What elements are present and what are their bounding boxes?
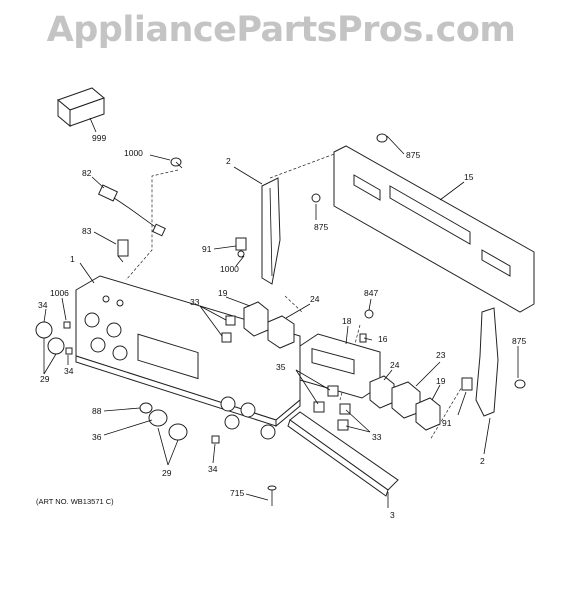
part-3-trim (287, 411, 399, 497)
callout-1: 1 (70, 254, 75, 264)
callout-24-b: 24 (390, 360, 400, 370)
callout-34-c: 34 (208, 464, 218, 474)
part-34-small-knob (65, 347, 73, 355)
part-875-screw-right (514, 379, 526, 389)
callout-875-b: 875 (314, 222, 328, 232)
part-1000-screw (170, 157, 183, 169)
callout-875-c: 875 (512, 336, 526, 346)
part-83-clip (117, 239, 129, 263)
watermark-text: AppliancePartsPros.com (46, 10, 516, 50)
callout-34-b: 34 (64, 366, 74, 376)
part-34-knob-upper (35, 321, 53, 339)
part-875-screw-mid (311, 193, 321, 203)
part-1006-screw (63, 321, 71, 329)
callout-19-b: 19 (436, 376, 446, 386)
part-91-bracket-left (235, 237, 247, 258)
part-16-pin (359, 333, 367, 343)
part-999-box (57, 87, 105, 128)
part-82-harness (97, 184, 166, 237)
part-2-endcap-right (475, 307, 499, 417)
callout-16: 16 (378, 334, 388, 344)
callout-1006: 1006 (50, 288, 69, 298)
callout-18: 18 (342, 316, 352, 326)
callout-33-b: 33 (372, 432, 382, 442)
callout-847: 847 (364, 288, 378, 298)
part-24-switch-lower (369, 375, 395, 409)
part-34-lower-knob (211, 435, 220, 444)
callout-36: 36 (92, 432, 102, 442)
callout-2-a: 2 (226, 156, 231, 166)
callout-999: 999 (92, 133, 106, 143)
callout-24-a: 24 (310, 294, 320, 304)
callout-33-a: 33 (190, 297, 200, 307)
callout-2-b: 2 (480, 456, 485, 466)
callout-875-a: 875 (406, 150, 420, 160)
callout-3: 3 (390, 510, 395, 520)
callout-19-a: 19 (218, 288, 228, 298)
callout-82: 82 (82, 168, 92, 178)
part-2-endcap-left (261, 177, 281, 285)
art-number: (ART NO. WB13571 C) (36, 497, 114, 506)
part-875-screw-top (376, 133, 388, 143)
callout-91-a: 91 (202, 244, 212, 254)
callout-91-b: 91 (442, 418, 452, 428)
part-847-screw (364, 309, 374, 319)
callout-35: 35 (276, 362, 286, 372)
callout-15: 15 (464, 172, 474, 182)
part-33-clip-lower (337, 403, 351, 431)
callout-715: 715 (230, 488, 244, 498)
callout-1000-b: 1000 (220, 264, 239, 274)
part-18-electronic-control (299, 333, 381, 399)
part-15-backguard (333, 145, 535, 313)
part-19-switch-lower (415, 397, 441, 431)
part-29-knob-upper (47, 337, 65, 355)
part-715-screw (267, 485, 277, 506)
part-36-knob (148, 409, 168, 427)
callout-1000-a: 1000 (124, 148, 143, 158)
callout-29-b: 29 (162, 468, 172, 478)
callout-23: 23 (436, 350, 446, 360)
callout-83: 83 (82, 226, 92, 236)
part-19-switch-upper (243, 301, 269, 337)
part-33-clip-upper (221, 315, 236, 343)
part-1-control-panel (75, 275, 301, 440)
callout-88: 88 (92, 406, 102, 416)
part-29-knob-lower (168, 423, 188, 441)
part-88-knob (139, 402, 153, 414)
part-24-switch-upper (267, 315, 295, 349)
callout-34-a: 34 (38, 300, 48, 310)
callout-29-a: 29 (40, 374, 50, 384)
part-35-clip (313, 385, 339, 413)
part-91-bracket-right (461, 377, 473, 391)
